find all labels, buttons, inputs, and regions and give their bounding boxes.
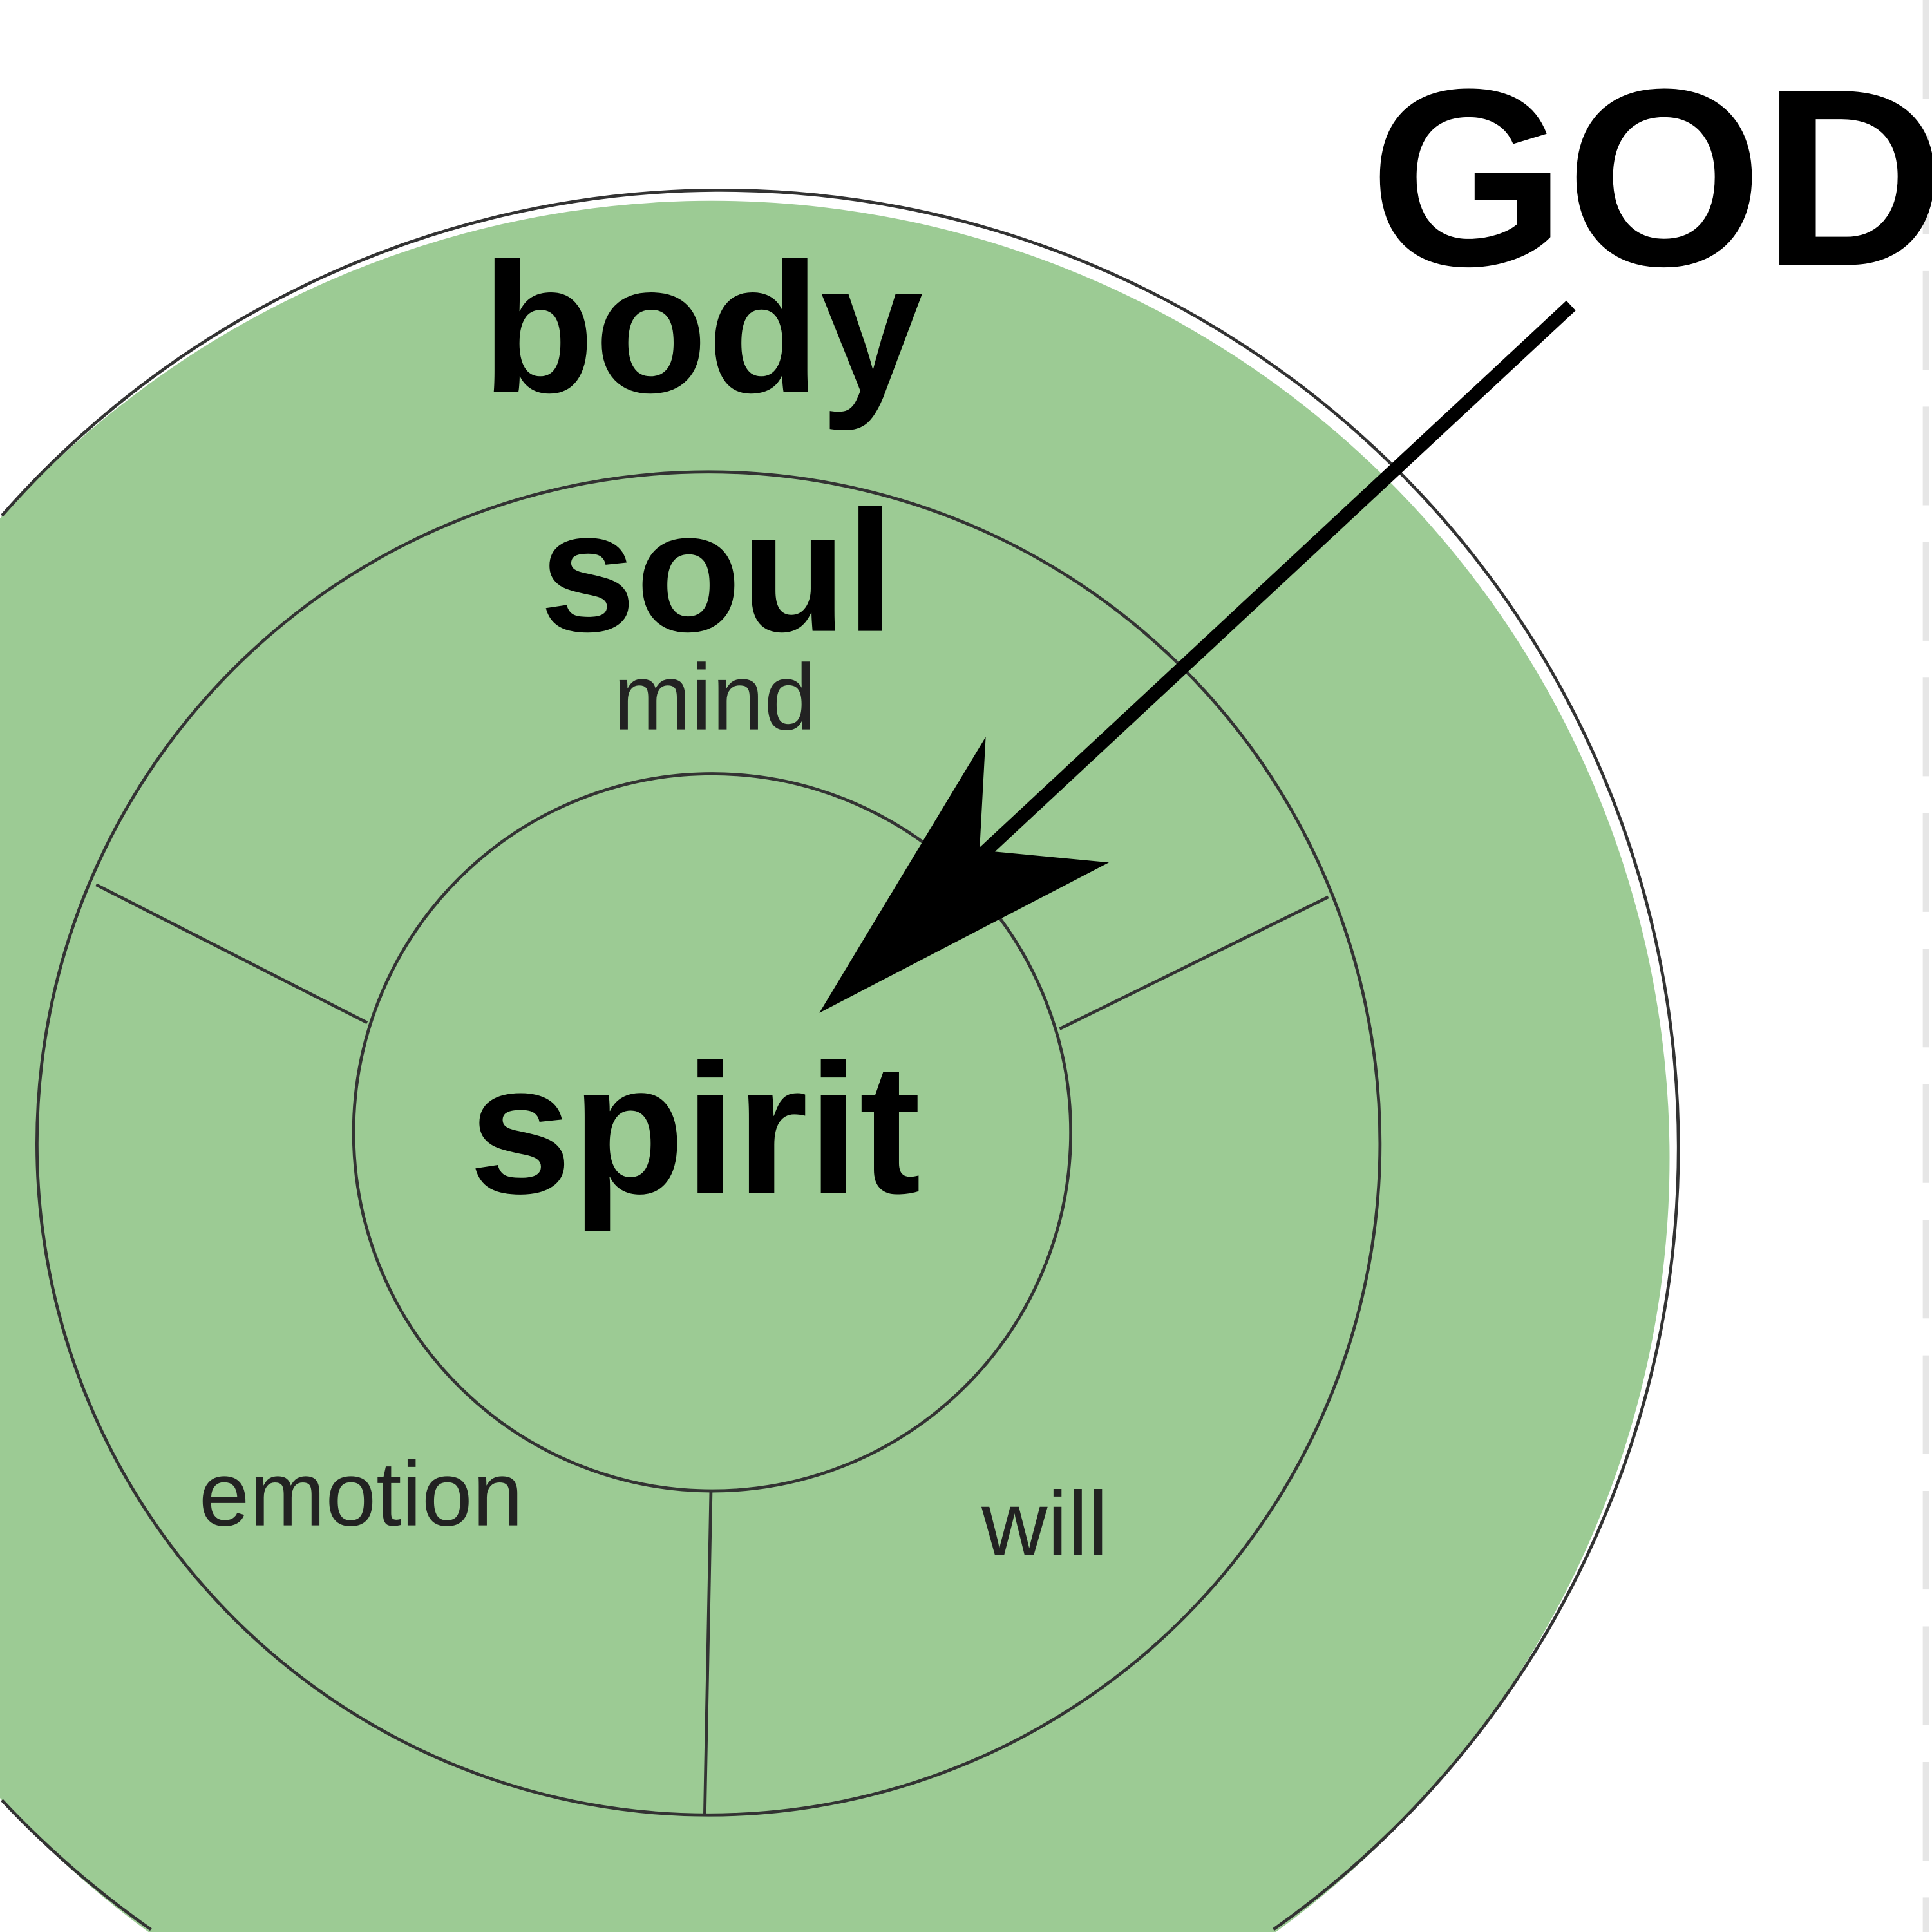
god-label: GOD [1370,37,1932,319]
body-circle-outline-lower-left [1,1799,152,1931]
soul-divider-bottom [703,1491,713,1815]
mind-label: mind [613,645,816,750]
soul-divider-left [95,883,368,1025]
emotion-label: emotion [199,1444,524,1546]
will-label: will [981,1473,1108,1575]
body-circle-outline [1,189,1680,1931]
god-arrow-head [819,737,1109,1013]
spirit-label: spirit [469,1025,921,1233]
body-label: body [482,224,924,432]
soul-label: soul [540,475,895,668]
soul-divider-right [1059,895,1329,1030]
god-arrow-shaft [969,300,1576,867]
